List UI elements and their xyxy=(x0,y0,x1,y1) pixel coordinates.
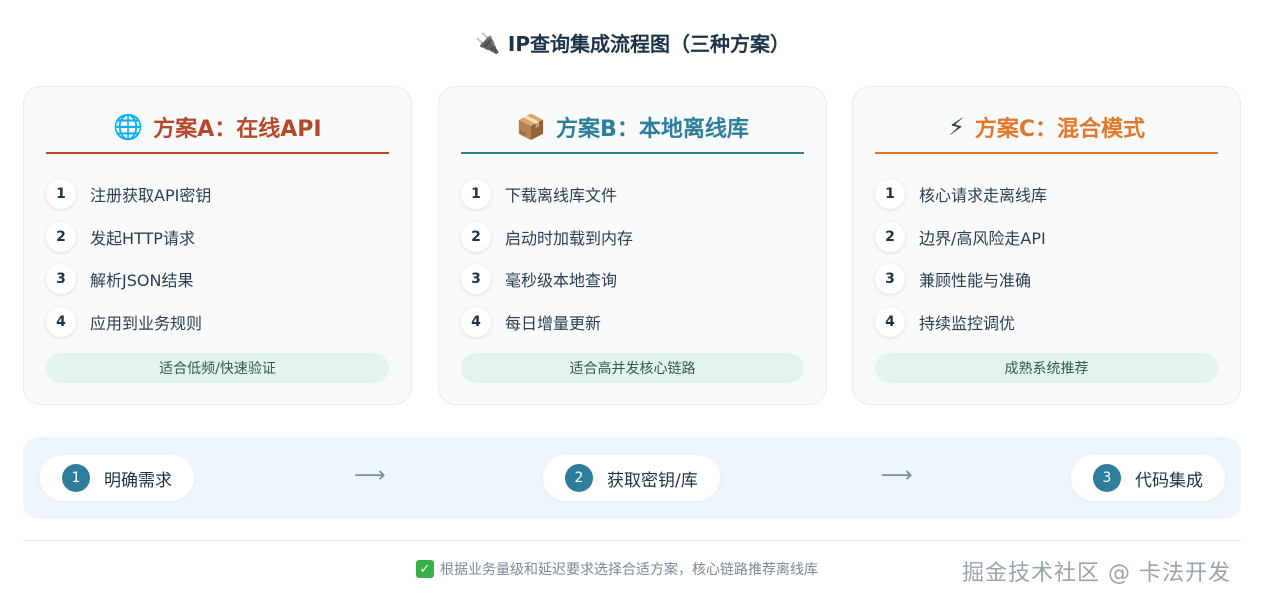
step-text: 持续监控调优 xyxy=(919,314,1016,334)
plan-step: 1 注册获取API密钥 xyxy=(46,173,389,216)
plan-card-header: 🌐 方案A：在线API xyxy=(24,111,411,143)
plan-tag: 适合高并发核心链路 xyxy=(461,353,804,383)
plan-step: 2 启动时加载到内存 xyxy=(461,216,804,259)
step-number: 3 xyxy=(461,264,491,295)
step-text: 边界/高风险走API xyxy=(919,228,1046,248)
plan-steps: 1 下载离线库文件 2 启动时加载到内存 3 毫秒级本地查询 4 每日增量更新 xyxy=(461,173,804,343)
plan-step: 3 兼顾性能与准确 xyxy=(875,258,1218,301)
step-number: 4 xyxy=(46,307,76,338)
plan-card-header: ⚡ 方案C：混合模式 xyxy=(853,111,1240,143)
plan-step: 3 解析JSON结果 xyxy=(46,258,389,301)
step-text: 兼顾性能与准确 xyxy=(919,271,1032,291)
plan-card-header: 📦 方案B：本地离线库 xyxy=(439,111,826,143)
plan-step: 1 核心请求走离线库 xyxy=(875,173,1218,216)
page-title: 🔌 IP查询集成流程图（三种方案） xyxy=(0,28,1265,57)
step-number: 4 xyxy=(461,307,491,338)
footer-note: ✓ 根据业务量级和延迟要求选择合适方案，核心链路推荐离线库 xyxy=(416,559,818,579)
flow-step-label: 获取密钥/库 xyxy=(607,470,698,491)
lightning-icon: ⚡ xyxy=(947,113,965,141)
step-number: 2 xyxy=(875,221,905,252)
step-text: 解析JSON结果 xyxy=(90,271,194,291)
plan-divider xyxy=(875,152,1218,154)
plan-card-a: 🌐 方案A：在线API 1 注册获取API密钥 2 发起HTTP请求 3 解析JSON… xyxy=(23,86,412,405)
checkmark-icon: ✓ xyxy=(416,560,434,578)
plan-step: 4 持续监控调优 xyxy=(875,301,1218,344)
plan-title: 方案C：混合模式 xyxy=(974,117,1145,142)
flow-step: 2 获取密钥/库 xyxy=(543,455,720,501)
plan-title: 方案A：在线API xyxy=(153,117,322,142)
plan-card-c: ⚡ 方案C：混合模式 1 核心请求走离线库 2 边界/高风险走API 3 兼顾性能与准… xyxy=(852,86,1241,405)
plan-step: 4 每日增量更新 xyxy=(461,301,804,344)
plan-step: 2 发起HTTP请求 xyxy=(46,216,389,259)
step-text: 应用到业务规则 xyxy=(90,314,203,334)
footer-text: 根据业务量级和延迟要求选择合适方案，核心链路推荐离线库 xyxy=(440,562,818,578)
footer-divider xyxy=(23,540,1241,541)
plan-steps: 1 核心请求走离线库 2 边界/高风险走API 3 兼顾性能与准确 4 持续监控调优 xyxy=(875,173,1218,343)
plan-title: 方案B：本地离线库 xyxy=(556,117,749,142)
plan-divider xyxy=(46,152,389,154)
plan-tag: 适合低频/快速验证 xyxy=(46,353,389,383)
step-number: 1 xyxy=(875,179,905,210)
step-text: 启动时加载到内存 xyxy=(505,228,634,248)
step-text: 每日增量更新 xyxy=(505,314,602,334)
step-number: 3 xyxy=(875,264,905,295)
page-title-text: IP查询集成流程图（三种方案） xyxy=(507,32,790,56)
step-number: 1 xyxy=(461,179,491,210)
package-icon: 📦 xyxy=(516,113,547,141)
step-text: 毫秒级本地查询 xyxy=(505,271,618,291)
plan-step: 2 边界/高风险走API xyxy=(875,216,1218,259)
plug-icon: 🔌 xyxy=(474,30,500,55)
flow-step: 3 代码集成 xyxy=(1071,455,1225,501)
step-text: 下载离线库文件 xyxy=(505,186,618,206)
plan-step: 4 应用到业务规则 xyxy=(46,301,389,344)
right-arrow-icon: ⟶ xyxy=(881,463,913,488)
step-number: 1 xyxy=(46,179,76,210)
flow-step-number: 2 xyxy=(565,464,593,492)
process-flow: 1 明确需求 ⟶ 2 获取密钥/库 ⟶ 3 代码集成 xyxy=(23,437,1241,519)
step-number: 2 xyxy=(46,221,76,252)
plan-step: 3 毫秒级本地查询 xyxy=(461,258,804,301)
step-number: 3 xyxy=(46,264,76,295)
flow-step-number: 3 xyxy=(1093,464,1121,492)
flow-step: 1 明确需求 xyxy=(40,455,194,501)
flow-step-number: 1 xyxy=(62,464,90,492)
plan-cards: 🌐 方案A：在线API 1 注册获取API密钥 2 发起HTTP请求 3 解析JSON… xyxy=(23,86,1241,406)
step-text: 核心请求走离线库 xyxy=(919,186,1048,206)
step-text: 发起HTTP请求 xyxy=(90,228,195,248)
plan-steps: 1 注册获取API密钥 2 发起HTTP请求 3 解析JSON结果 4 应用到业务规则 xyxy=(46,173,389,343)
globe-icon: 🌐 xyxy=(113,113,144,141)
plan-step: 1 下载离线库文件 xyxy=(461,173,804,216)
flow-step-label: 明确需求 xyxy=(104,470,172,491)
watermark: 掘金技术社区 @ 卡法开发 xyxy=(962,561,1231,586)
plan-card-b: 📦 方案B：本地离线库 1 下载离线库文件 2 启动时加载到内存 3 毫秒级本地查询 … xyxy=(438,86,827,405)
step-text: 注册获取API密钥 xyxy=(90,186,212,206)
flow-step-label: 代码集成 xyxy=(1135,470,1203,491)
right-arrow-icon: ⟶ xyxy=(354,463,386,488)
step-number: 4 xyxy=(875,307,905,338)
step-number: 2 xyxy=(461,221,491,252)
plan-tag: 成熟系统推荐 xyxy=(875,353,1218,383)
plan-divider xyxy=(461,152,804,154)
